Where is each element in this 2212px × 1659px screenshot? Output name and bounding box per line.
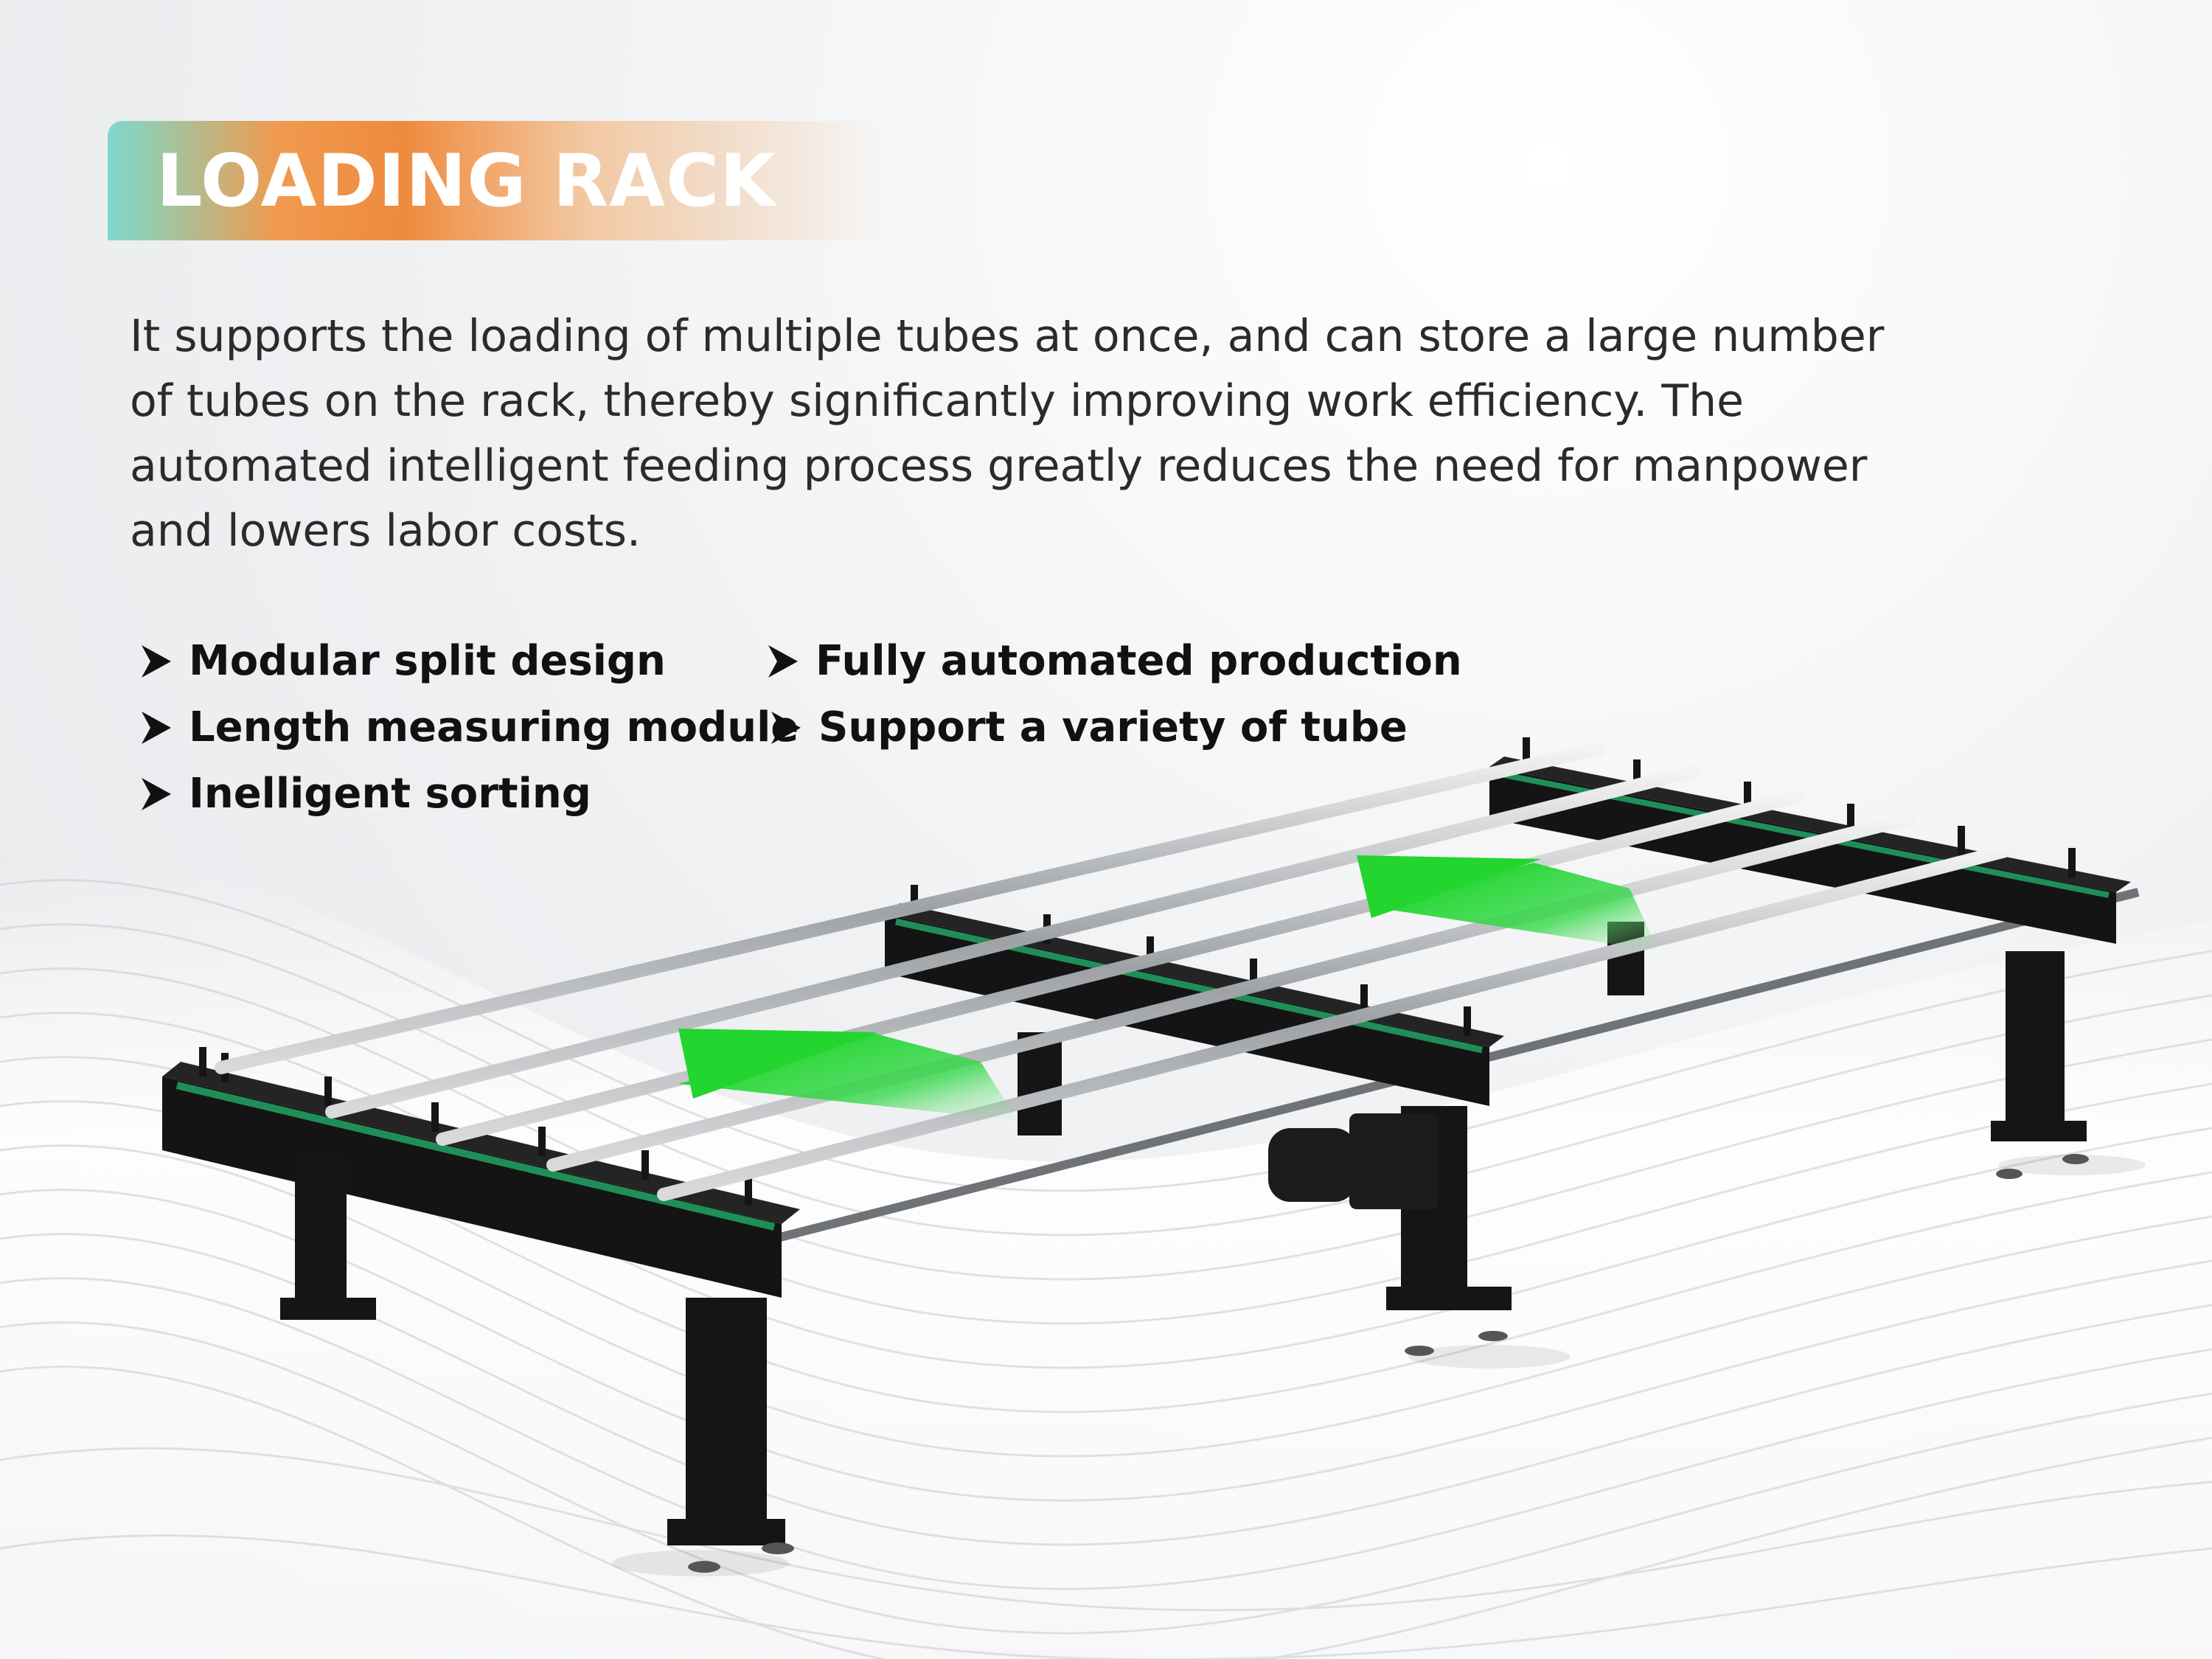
feature-item: Support a variety of tube [770, 696, 1408, 755]
title-banner [108, 121, 882, 240]
gear-motor [1268, 1113, 1438, 1209]
arrowhead-icon [140, 644, 173, 679]
arrowhead-icon [770, 710, 802, 745]
arrowhead-icon [140, 710, 173, 745]
feature-item: Length measuring module [140, 696, 799, 755]
green-arrow-icon [678, 1029, 1018, 1121]
feature-item: Modular split design [140, 630, 666, 689]
green-arrow-icon [1357, 855, 1659, 951]
arrowhead-icon [767, 644, 799, 679]
steel-tubes [215, 742, 2023, 1201]
description-text: It supports the loading of multiple tube… [130, 310, 1885, 557]
page-title: LOADING RACK [156, 139, 777, 223]
arrowhead-icon [140, 776, 173, 812]
feature-item: Fully automated production [767, 630, 1462, 689]
feature-item: Inelligent sorting [140, 762, 591, 821]
leveling-feet [688, 1154, 2089, 1573]
front-beam [162, 1062, 800, 1298]
